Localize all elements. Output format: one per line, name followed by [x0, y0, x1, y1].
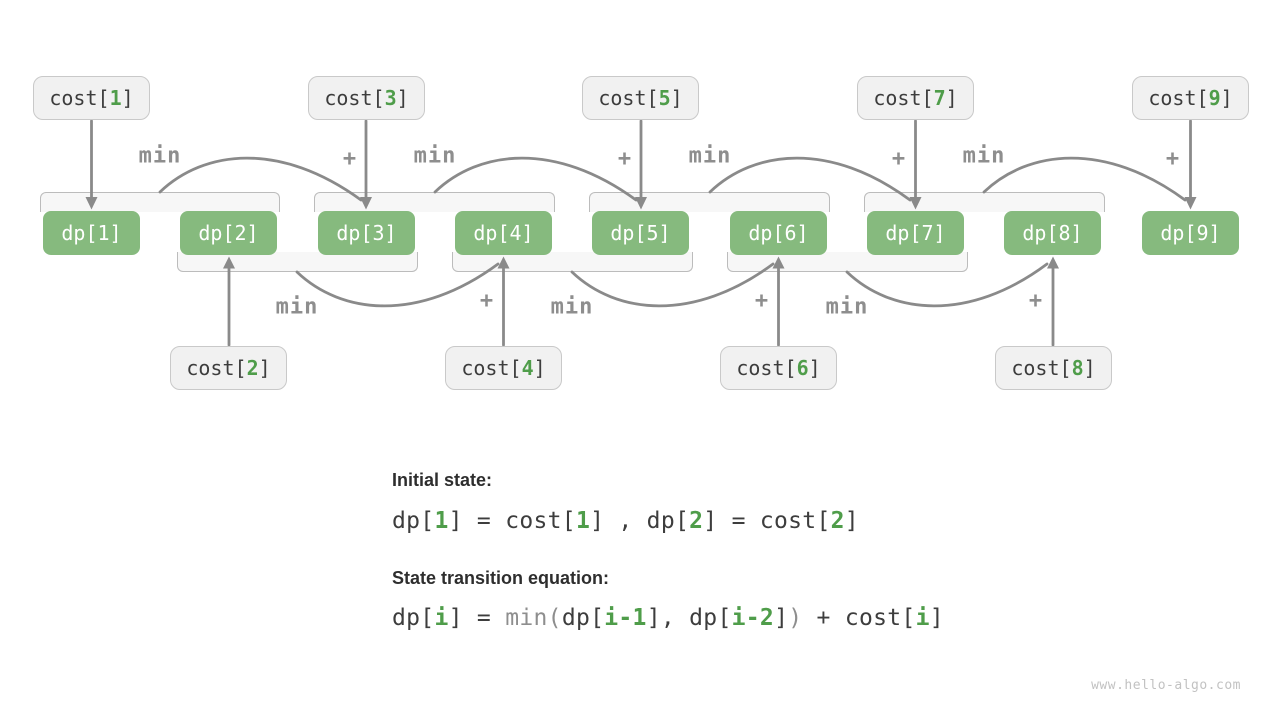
cost-box-2: cost[2] — [170, 346, 287, 390]
min-label-bottom-1: min — [275, 294, 319, 320]
pair-bracket-top-3 — [589, 192, 830, 212]
min-label-top-3: min — [688, 143, 732, 169]
min-label-top-1: min — [138, 143, 182, 169]
watermark: www.hello-algo.com — [1091, 678, 1241, 693]
min-label-top-2: min — [413, 143, 457, 169]
dp-cell-5: dp[5] — [592, 211, 689, 255]
cost-box-5: cost[5] — [582, 76, 699, 120]
cost-box-1: cost[1] — [33, 76, 150, 120]
dp-cell-1: dp[1] — [43, 211, 140, 255]
plus-label-top-3: + — [891, 146, 907, 172]
transition-title: State transition equation: — [392, 568, 610, 588]
initial-state-title: Initial state: — [392, 470, 493, 490]
initial-state-equation: dp[1] = cost[1] , dp[2] = cost[2] — [392, 508, 859, 534]
plus-label-top-1: + — [342, 146, 358, 172]
dp-cell-7: dp[7] — [867, 211, 964, 255]
min-label-bottom-2: min — [550, 294, 594, 320]
min-label-top-4: min — [962, 143, 1006, 169]
transition-equation: dp[i] = min(dp[i-1], dp[i-2]) + cost[i] — [392, 605, 944, 631]
cost-box-8: cost[8] — [995, 346, 1112, 390]
plus-label-bottom-1: + — [479, 288, 495, 314]
dp-cell-2: dp[2] — [180, 211, 277, 255]
pair-bracket-top-2 — [314, 192, 555, 212]
dp-cell-6: dp[6] — [730, 211, 827, 255]
pair-bracket-bottom-3 — [727, 252, 968, 272]
cost-box-3: cost[3] — [308, 76, 425, 120]
pair-bracket-top-4 — [864, 192, 1105, 212]
plus-label-top-2: + — [617, 146, 633, 172]
cost-box-9: cost[9] — [1132, 76, 1249, 120]
plus-label-bottom-2: + — [754, 288, 770, 314]
dp-cell-3: dp[3] — [318, 211, 415, 255]
min-label-bottom-3: min — [825, 294, 869, 320]
cost-box-7: cost[7] — [857, 76, 974, 120]
plus-label-bottom-3: + — [1028, 288, 1044, 314]
plus-label-top-4: + — [1165, 146, 1181, 172]
pair-bracket-bottom-1 — [177, 252, 418, 272]
notes-block: Initial state: dp[1] = cost[1] , dp[2] =… — [392, 470, 944, 631]
pair-bracket-bottom-2 — [452, 252, 693, 272]
dp-cell-4: dp[4] — [455, 211, 552, 255]
dp-cell-9: dp[9] — [1142, 211, 1239, 255]
cost-box-4: cost[4] — [445, 346, 562, 390]
pair-bracket-top-1 — [40, 192, 280, 212]
cost-box-6: cost[6] — [720, 346, 837, 390]
dp-cell-8: dp[8] — [1004, 211, 1101, 255]
